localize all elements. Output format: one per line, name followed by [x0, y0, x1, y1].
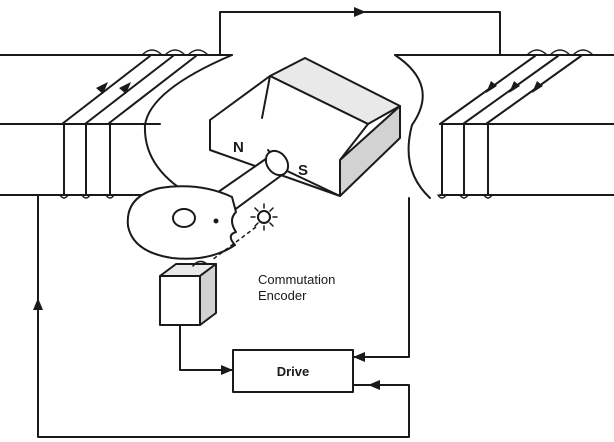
drive-label: Drive [277, 364, 310, 379]
south-pole-label: S [298, 162, 308, 179]
encoder-disk [128, 186, 236, 258]
encoder-label-line2: Encoder [258, 288, 307, 303]
right-stator [395, 55, 614, 198]
encoder-label-line1: Commutation [258, 272, 335, 287]
north-pole-label: N [233, 139, 244, 156]
left-stator [0, 55, 232, 198]
commutation-encoder-box [160, 261, 216, 325]
